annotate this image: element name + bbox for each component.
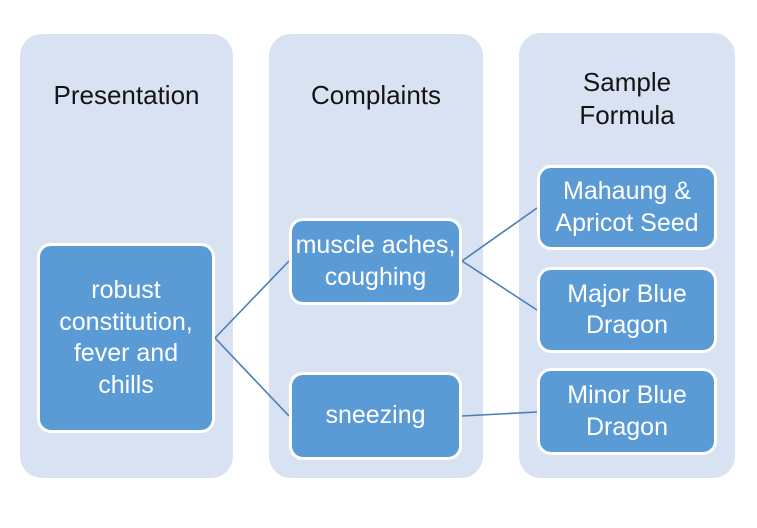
connector-sneezing-to-minor-blue-dragon	[461, 411, 538, 417]
connector-muscle-aches-to-mahaung	[461, 207, 538, 262]
connector-muscle-aches-to-major-blue-dragon	[461, 260, 538, 311]
node-minor-blue-dragon[interactable]: Minor Blue Dragon	[537, 368, 717, 455]
column-title-complaints: Complaints	[310, 80, 442, 110]
column-title-presentation: Presentation	[53, 80, 200, 110]
connector-presentation-to-sneezing	[214, 337, 290, 417]
connector-presentation-to-muscle-aches	[214, 260, 290, 339]
node-major-blue-dragon[interactable]: Major Blue Dragon	[537, 267, 717, 353]
column-title-sample-formula: Sample Formula	[579, 67, 675, 130]
node-robust-constitution[interactable]: robust constitution, fever and chills	[37, 243, 215, 433]
node-muscle-aches-coughing[interactable]: muscle aches, coughing	[289, 218, 462, 305]
node-sneezing[interactable]: sneezing	[289, 372, 462, 460]
node-mahaung-apricot-seed[interactable]: Mahaung & Apricot Seed	[537, 165, 717, 250]
